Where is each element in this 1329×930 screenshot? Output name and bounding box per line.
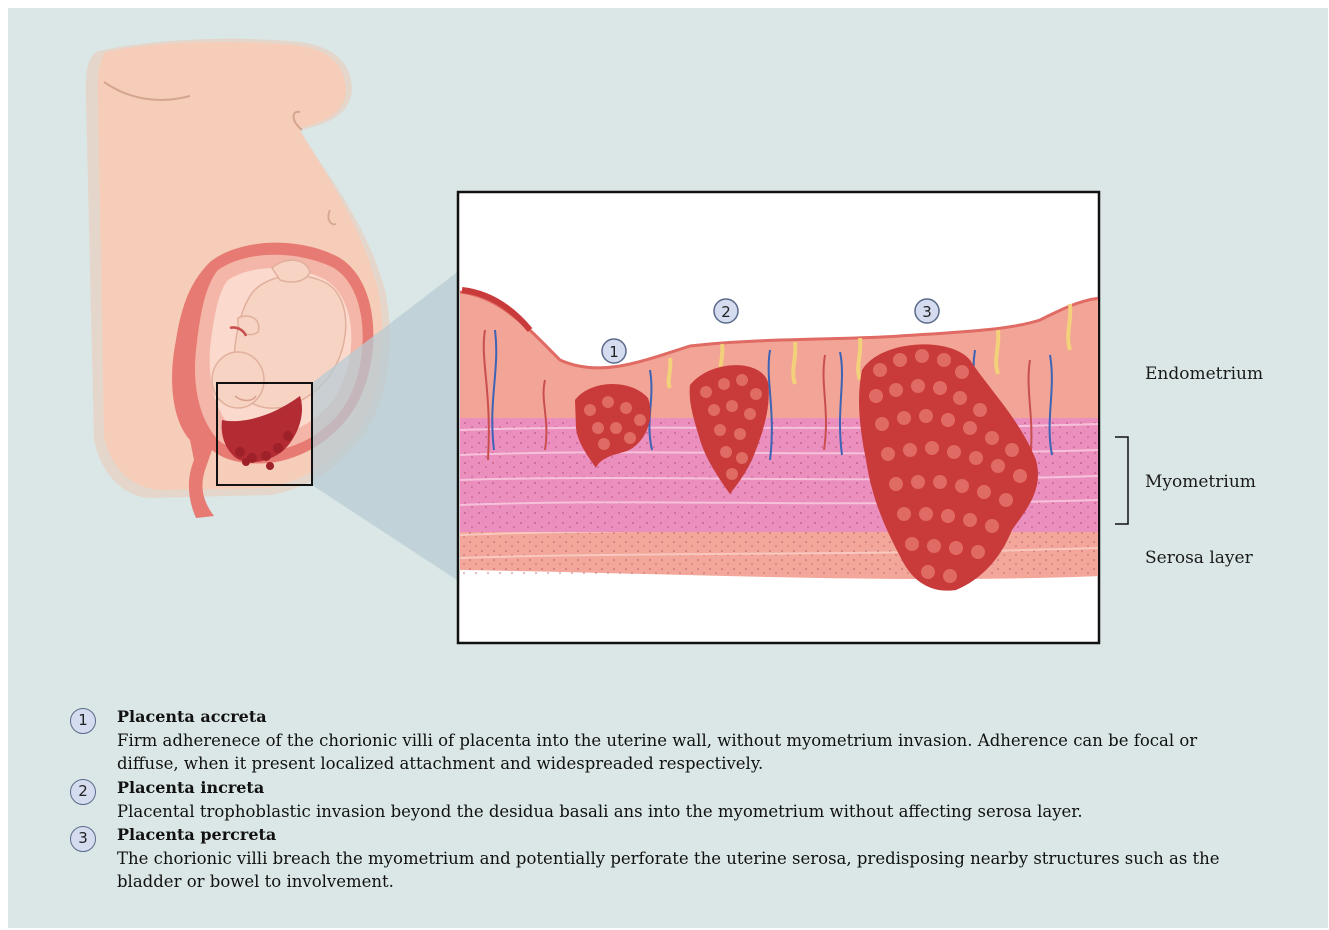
- marker-1: 1: [602, 339, 626, 363]
- legend-desc-percreta: The chorionic villi breach the myometriu…: [117, 847, 1227, 893]
- legend-number-3: 3: [70, 826, 96, 852]
- marker-3: 3: [915, 299, 939, 323]
- legend-title-percreta: Placenta percreta: [117, 825, 276, 844]
- endometrium-label: Endometrium: [1145, 364, 1263, 384]
- legend-desc-accreta: Firm adherenece of the chorionic villi o…: [117, 729, 1227, 775]
- marker-1-label: 1: [609, 343, 619, 361]
- marker-2-label: 2: [721, 303, 731, 321]
- legend-desc-increta: Placental trophoblastic invasion beyond …: [117, 800, 1227, 823]
- legend-number-2: 2: [70, 779, 96, 805]
- legend-number-1: 1: [70, 708, 96, 734]
- myometrium-bracket: [1115, 437, 1128, 524]
- marker-3-label: 3: [922, 303, 932, 321]
- serosa-label: Serosa layer: [1145, 548, 1253, 568]
- marker-2: 2: [714, 299, 738, 323]
- legend-title-accreta: Placenta accreta: [117, 707, 267, 726]
- legend-title-increta: Placenta increta: [117, 778, 264, 797]
- myometrium-label: Myometrium: [1145, 472, 1256, 492]
